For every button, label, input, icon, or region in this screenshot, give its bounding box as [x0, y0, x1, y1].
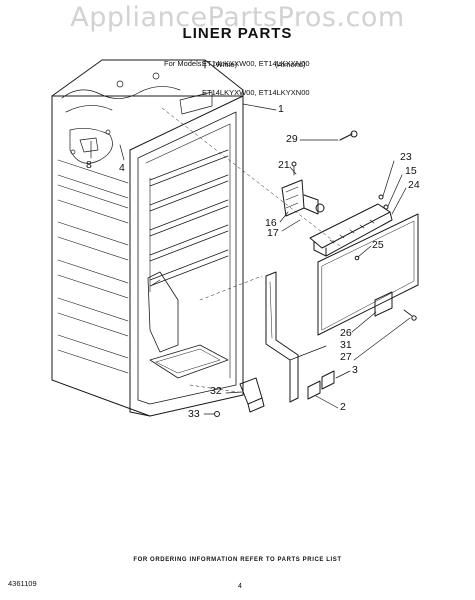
document-number: 4361109	[8, 579, 37, 588]
part-23-15-24-control-housing	[309, 194, 393, 257]
models-line-1: ET14LKXXW00, ET14LKXXN00	[202, 59, 310, 68]
page-title: LINER PARTS	[182, 25, 293, 42]
page-number: 4	[238, 583, 242, 590]
callout-15: 15	[405, 165, 417, 177]
callout-17: 17	[267, 227, 279, 239]
callout-26: 26	[340, 327, 352, 339]
callout-23: 23	[400, 151, 412, 163]
part-33-screw	[214, 411, 220, 417]
part-25-26-cover-panel	[317, 213, 419, 336]
part-2-3-pads	[307, 370, 335, 400]
callout-2: 2	[340, 401, 346, 413]
callout-1: 1	[278, 103, 284, 115]
part-29-screw	[339, 130, 358, 141]
callout-8: 8	[86, 159, 92, 171]
liner-cabinet	[51, 59, 244, 417]
callout-29: 29	[286, 133, 298, 145]
models-prefix: For Models:	[164, 59, 204, 68]
callout-21: 21	[278, 159, 290, 171]
callout-25: 25	[372, 239, 384, 251]
model-list: For Models:ET14LKXXW00, ET14LKXXN00 ET14…	[164, 40, 310, 107]
watermark: AppliancePartsPros.com	[70, 2, 405, 33]
callout-32: 32	[210, 385, 222, 397]
variant-almond: (Almond)	[275, 60, 306, 69]
part-16-17-bracket	[281, 161, 325, 217]
part-31-27-duct	[265, 271, 299, 403]
callout-31: 31	[340, 339, 352, 351]
callout-24: 24	[408, 179, 420, 191]
leader-lines	[90, 103, 411, 415]
models-line-2: ET14LKYXW00, ET14LKYXN00	[202, 87, 310, 97]
ordering-note: FOR ORDERING INFORMATION REFER TO PARTS …	[133, 557, 342, 563]
variant-white: (White)	[213, 60, 238, 69]
callout-27: 27	[340, 351, 352, 363]
callout-4: 4	[119, 162, 125, 174]
callout-33: 33	[188, 408, 200, 420]
callout-16: 16	[265, 217, 277, 229]
part-32-damper	[239, 377, 265, 413]
callout-3: 3	[352, 364, 358, 376]
